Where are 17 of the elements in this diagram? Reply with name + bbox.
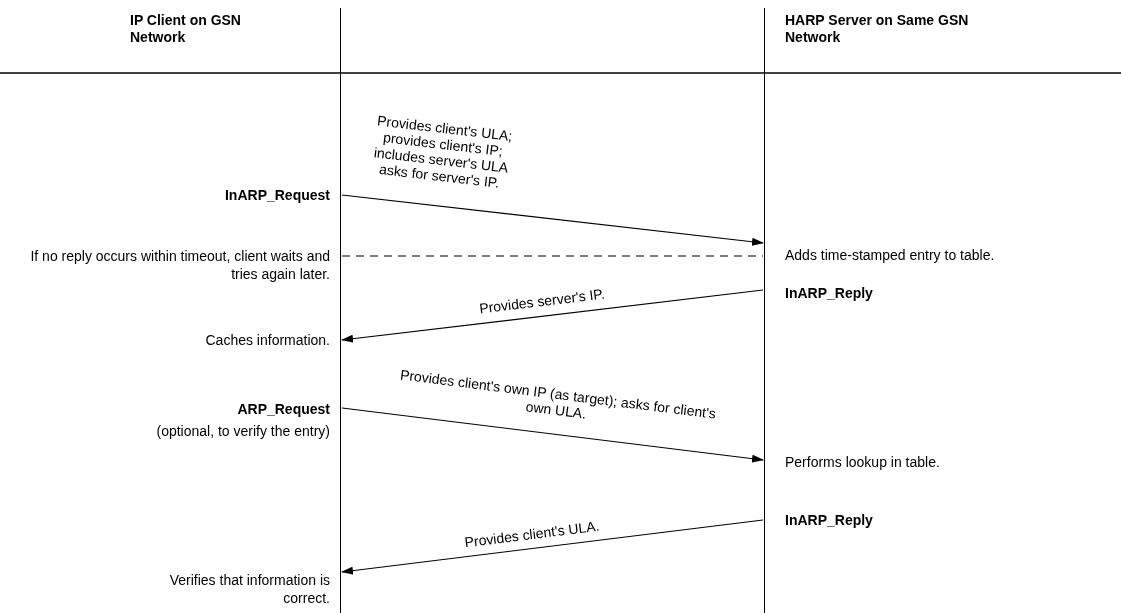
message-name: InARP_Reply: [785, 284, 874, 302]
note-text: Caches information.: [204, 331, 330, 349]
note-text: If no reply occurs within timeout, client waits and tries again later.: [29, 247, 330, 283]
message-arrow: [341, 194, 764, 246]
dashed-line: [341, 255, 764, 257]
note-text: Verifies that information is correct.: [168, 571, 330, 607]
message-arrow: [341, 289, 764, 343]
message-arrow: [341, 407, 764, 463]
message-name: InARP_Reply: [785, 511, 874, 529]
note-text: (optional, to verify the entry): [155, 422, 330, 440]
note-text: Adds time-stamped entry to table.: [785, 246, 996, 264]
lifeline-heading: IP Client on GSN Network: [130, 12, 242, 46]
message-arrow: [341, 519, 764, 575]
lifeline-heading: HARP Server on Same GSN Network: [785, 12, 970, 46]
message-name: ARP_Request: [236, 400, 330, 418]
message-name: InARP_Request: [223, 186, 330, 204]
note-text: Performs lookup in table.: [785, 453, 941, 471]
